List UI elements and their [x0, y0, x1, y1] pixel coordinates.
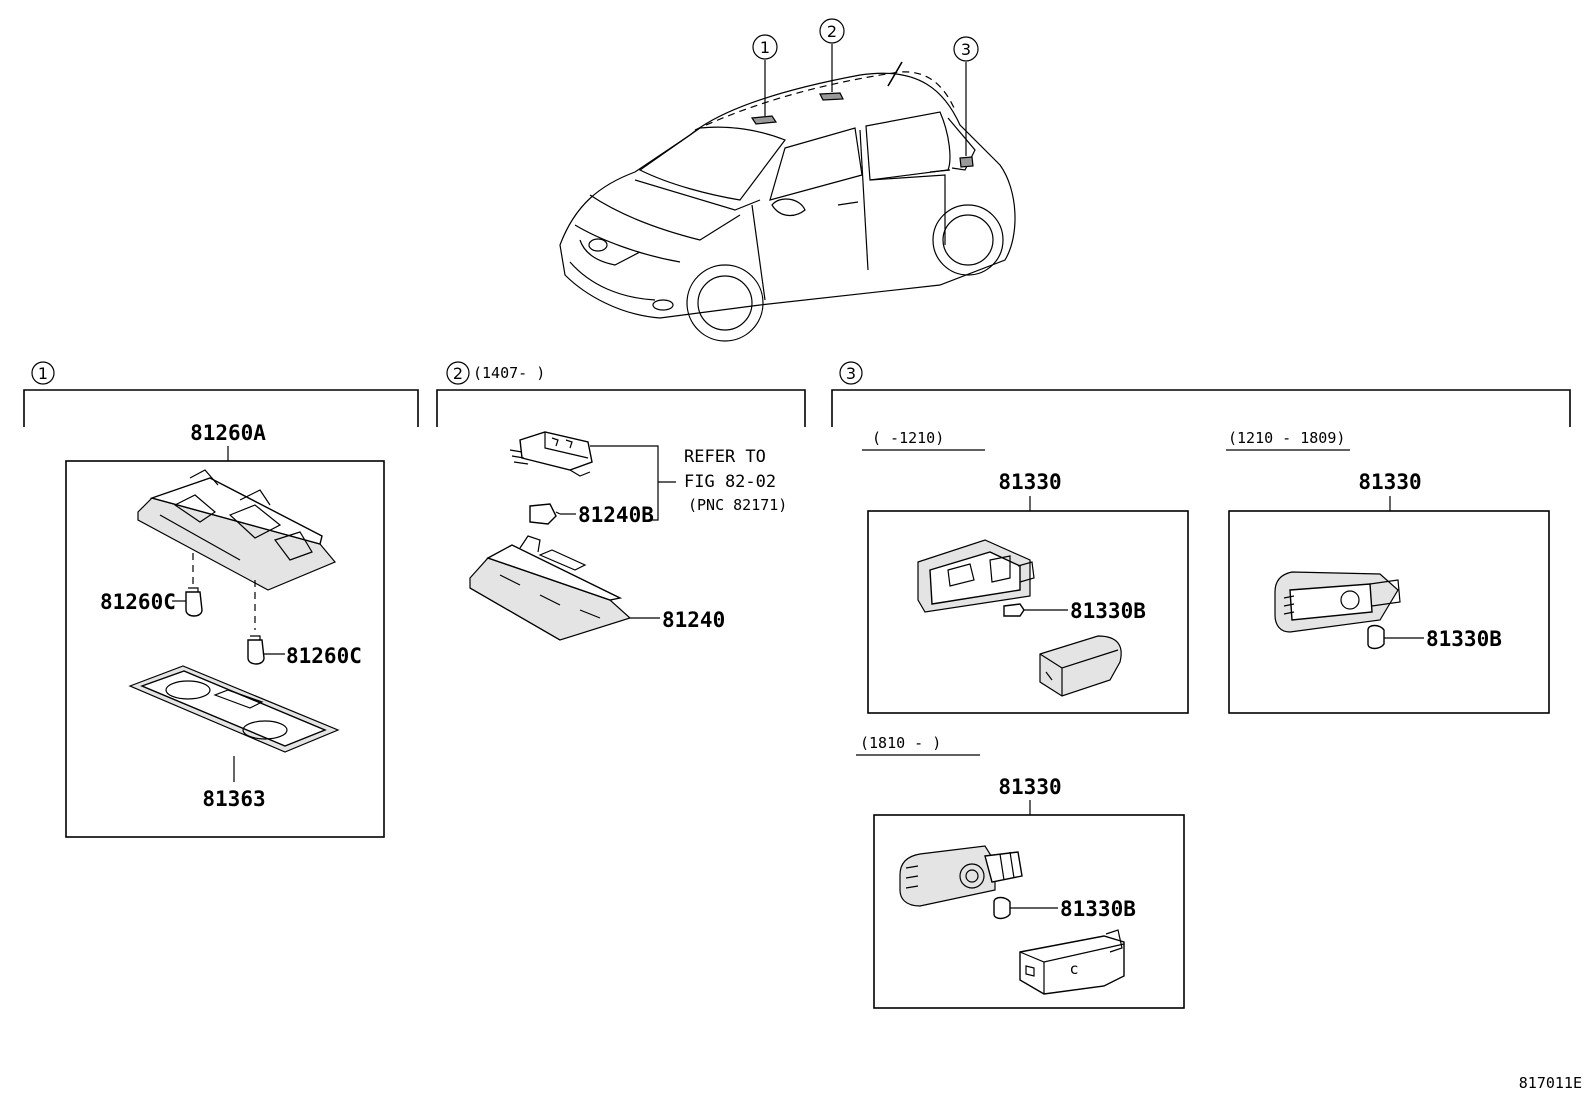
part-number-81330B-a: 81330B — [1070, 599, 1146, 623]
part-number-81330-a: 81330 — [998, 470, 1061, 494]
bulb-81330B-a — [1003, 603, 1025, 617]
part-number-81330B-c: 81330B — [1060, 897, 1136, 921]
callout-3: 3 — [953, 36, 979, 62]
section-2-number: 2 — [453, 364, 463, 383]
refer-text-line-3: (PNC 82171) — [688, 496, 787, 514]
part-number-81260C-right: 81260C — [286, 644, 362, 668]
section-3c-date-range: (1810 - ) — [860, 734, 941, 752]
section-2-date-range: (1407- ) — [473, 364, 545, 382]
wire-connector — [509, 431, 593, 477]
section-3b: (1210 - 1809) 81330 81330B — [1226, 429, 1550, 714]
lamp-81330-c — [899, 845, 1023, 907]
part-number-81240: 81240 — [662, 608, 725, 632]
bulb-81330B-b — [1367, 624, 1385, 650]
bulb-81260C-left — [185, 587, 203, 617]
cover-81330-c: c — [1019, 929, 1125, 995]
bulb-81240B — [529, 503, 561, 525]
part-number-81363: 81363 — [202, 787, 265, 811]
bulb-81260C-right — [247, 635, 265, 665]
figure-code: 817011E — [1519, 1074, 1582, 1092]
svg-text:2: 2 — [827, 22, 837, 41]
part-number-81330B-b: 81330B — [1426, 627, 1502, 651]
callout-2: 2 — [819, 18, 845, 44]
section-1-number: 1 — [38, 364, 48, 383]
section-3a-box — [867, 510, 1189, 714]
part-number-81330-b: 81330 — [1358, 470, 1421, 494]
section-3b-date-range: (1210 - 1809) — [1228, 429, 1345, 447]
lamp-81330-b — [1274, 571, 1401, 633]
part-number-81260A: 81260A — [190, 421, 266, 445]
part-number-81330-c: 81330 — [998, 775, 1061, 799]
section-3c-box — [873, 814, 1185, 1009]
section-3-number: 3 — [846, 364, 856, 383]
refer-text-line-2: FIG 82-02 — [684, 472, 776, 492]
section-3a: ( -1210) 81330 81330B — [862, 429, 1189, 714]
cover-81330-a — [1039, 635, 1122, 697]
refer-text-line-1: REFER TO — [684, 447, 766, 467]
part-number-81240B: 81240B — [578, 503, 654, 527]
car-illustration — [559, 44, 1016, 342]
section-1: 1 81260A 81260C 81260 — [23, 361, 419, 838]
part-number-81260C-left: 81260C — [100, 590, 176, 614]
section-3c: (1810 - ) 81330 81330B — [856, 734, 1185, 1009]
section-3a-date-range: ( -1210) — [872, 429, 944, 447]
section-2: 2 (1407- ) REFER TO FIG 82-02 (PNC 82171… — [436, 361, 806, 641]
section-3: 3 ( -1210) 81330 81330B — [831, 361, 1571, 1009]
svg-text:c: c — [1069, 960, 1078, 978]
bulb-81330B-c — [993, 896, 1011, 920]
callout-1: 1 — [752, 34, 778, 60]
lamp-81330-a — [917, 539, 1035, 613]
svg-text:3: 3 — [961, 40, 971, 59]
lamp-81240 — [469, 535, 632, 641]
lamp-housing-81260A — [137, 469, 336, 591]
section-1-box — [65, 460, 385, 838]
lens-81363 — [128, 665, 340, 753]
section-3b-box — [1228, 510, 1550, 714]
svg-text:1: 1 — [760, 38, 770, 57]
